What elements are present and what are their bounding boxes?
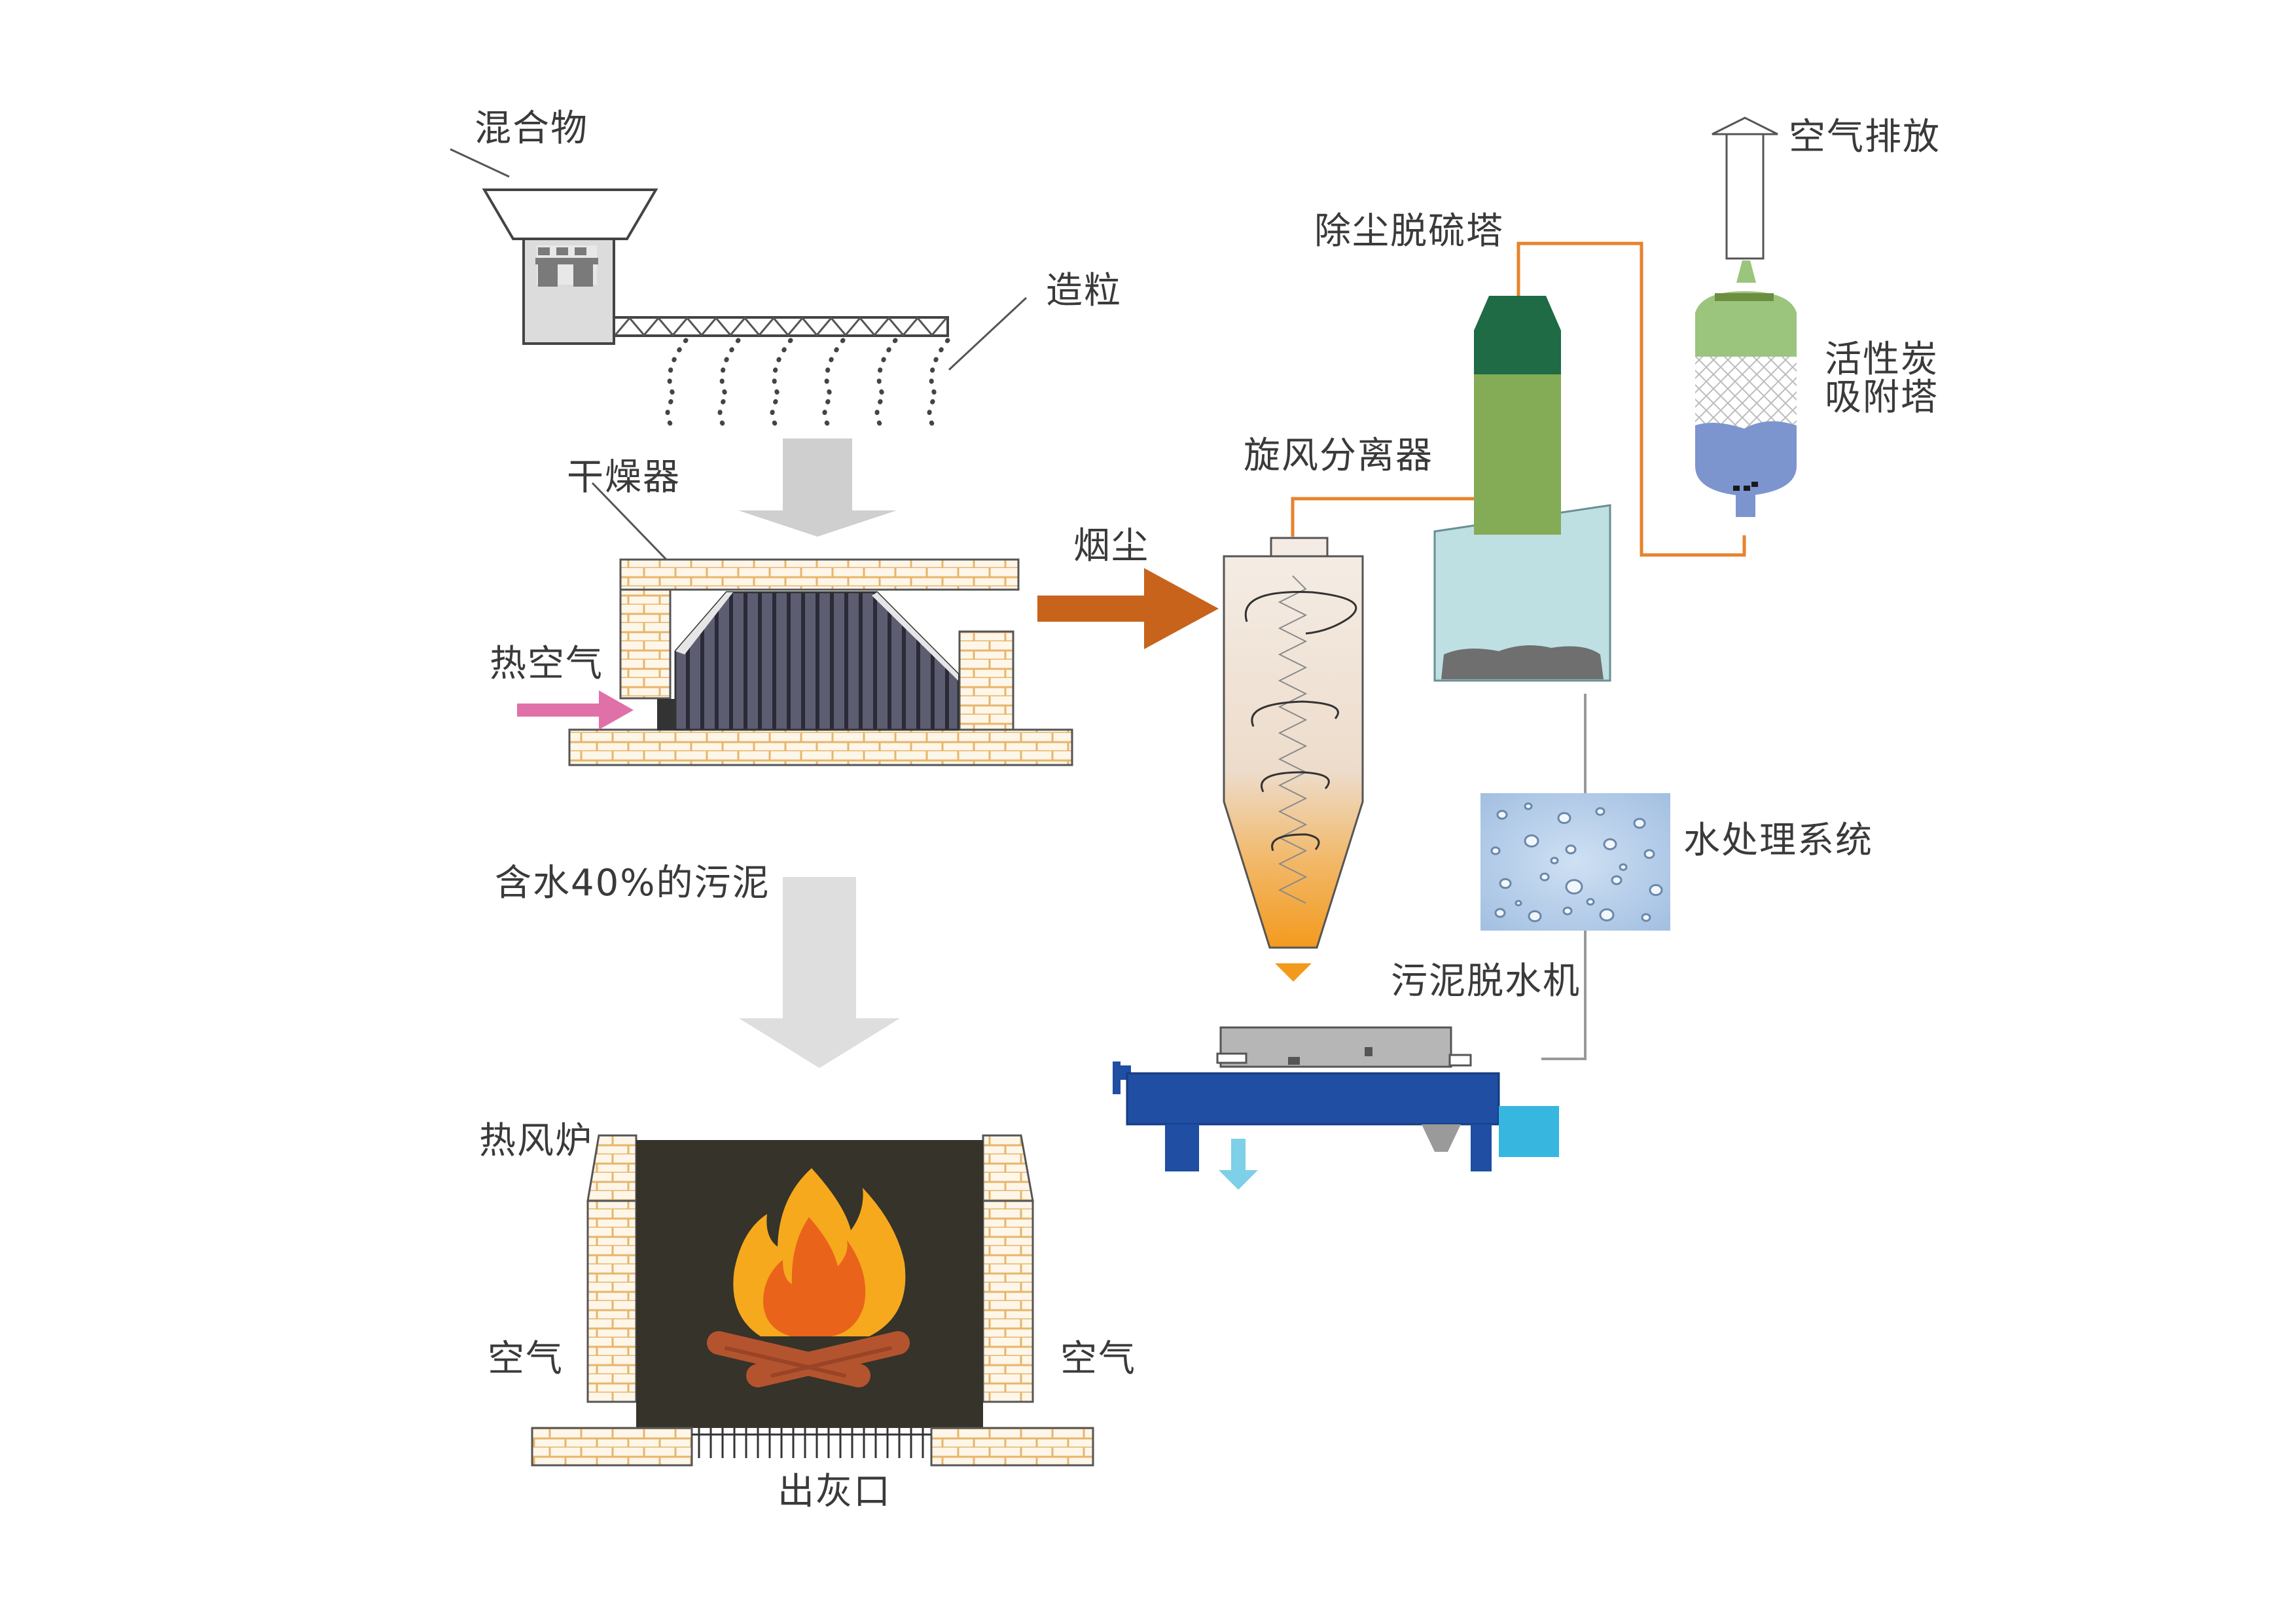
label-carbon-tower-2: 吸附塔	[1825, 376, 1939, 419]
dust-removal-tower	[1433, 296, 1611, 682]
hot-air-arrow	[517, 690, 634, 730]
water-droplet	[1557, 812, 1571, 825]
label-water-treatment: 水处理系统	[1683, 819, 1873, 862]
cyclone-separator	[1223, 537, 1364, 982]
water-droplet	[1611, 875, 1623, 885]
air-exhaust-arrow	[1712, 116, 1778, 260]
activated-carbon-tower	[1691, 260, 1797, 517]
water-droplet	[1524, 834, 1539, 847]
label-dryer: 干燥器	[567, 456, 681, 499]
water-droplet	[1499, 878, 1512, 889]
label-carbon-tower-1: 活性炭	[1825, 338, 1939, 381]
water-droplet	[1586, 898, 1595, 906]
label-flue-dust: 烟尘	[1073, 525, 1149, 567]
label-air-exhaust: 空气排放	[1789, 116, 1941, 158]
water-droplet	[1490, 846, 1501, 855]
arrow-down-to-dryer	[738, 438, 897, 537]
water-droplet	[1565, 879, 1583, 895]
water-droplet	[1565, 844, 1577, 855]
water-droplet	[1496, 810, 1508, 820]
water-droplet	[1524, 802, 1533, 810]
label-air-right: 空气	[1060, 1338, 1136, 1380]
label-granulation: 造粒	[1046, 270, 1122, 312]
arrow-down-to-furnace	[739, 877, 900, 1068]
water-droplet	[1649, 883, 1663, 897]
water-treatment-box	[1480, 694, 1670, 1060]
water-droplet	[1528, 910, 1542, 923]
fire-icon	[707, 1168, 910, 1387]
water-droplet	[1643, 849, 1655, 859]
dryer	[568, 482, 1073, 766]
water-droplet	[1562, 906, 1573, 916]
water-droplet	[1641, 913, 1651, 922]
hot-air-furnace	[531, 1134, 1094, 1467]
water-droplet	[1539, 872, 1550, 882]
sludge-dewatering-machine	[1113, 1026, 1559, 1190]
label-dust-tower: 除尘脱硫塔	[1314, 210, 1504, 253]
water-droplet	[1603, 838, 1617, 851]
granulator	[450, 148, 1028, 431]
label-ash-outlet: 出灰口	[778, 1471, 891, 1513]
label-mixture: 混合物	[475, 107, 588, 150]
exhaust-pipes	[1291, 241, 1746, 557]
water-droplet	[1599, 908, 1615, 921]
label-dewatering-machine: 污泥脱水机	[1391, 960, 1581, 1003]
label-hot-stove: 热风炉	[479, 1120, 593, 1162]
water-droplet	[1633, 817, 1646, 829]
water-droplet	[1595, 807, 1605, 816]
water-droplet	[1619, 863, 1628, 871]
water-droplet	[1515, 900, 1522, 906]
water-droplet	[1494, 908, 1506, 918]
label-sludge: 含水40%的污泥	[495, 862, 770, 904]
water-droplet	[1550, 857, 1559, 865]
flue-dust-arrow	[1037, 568, 1219, 649]
label-cyclone: 旋风分离器	[1244, 435, 1433, 477]
label-air-left: 空气	[488, 1338, 564, 1380]
label-hot-air: 热空气	[490, 643, 603, 685]
